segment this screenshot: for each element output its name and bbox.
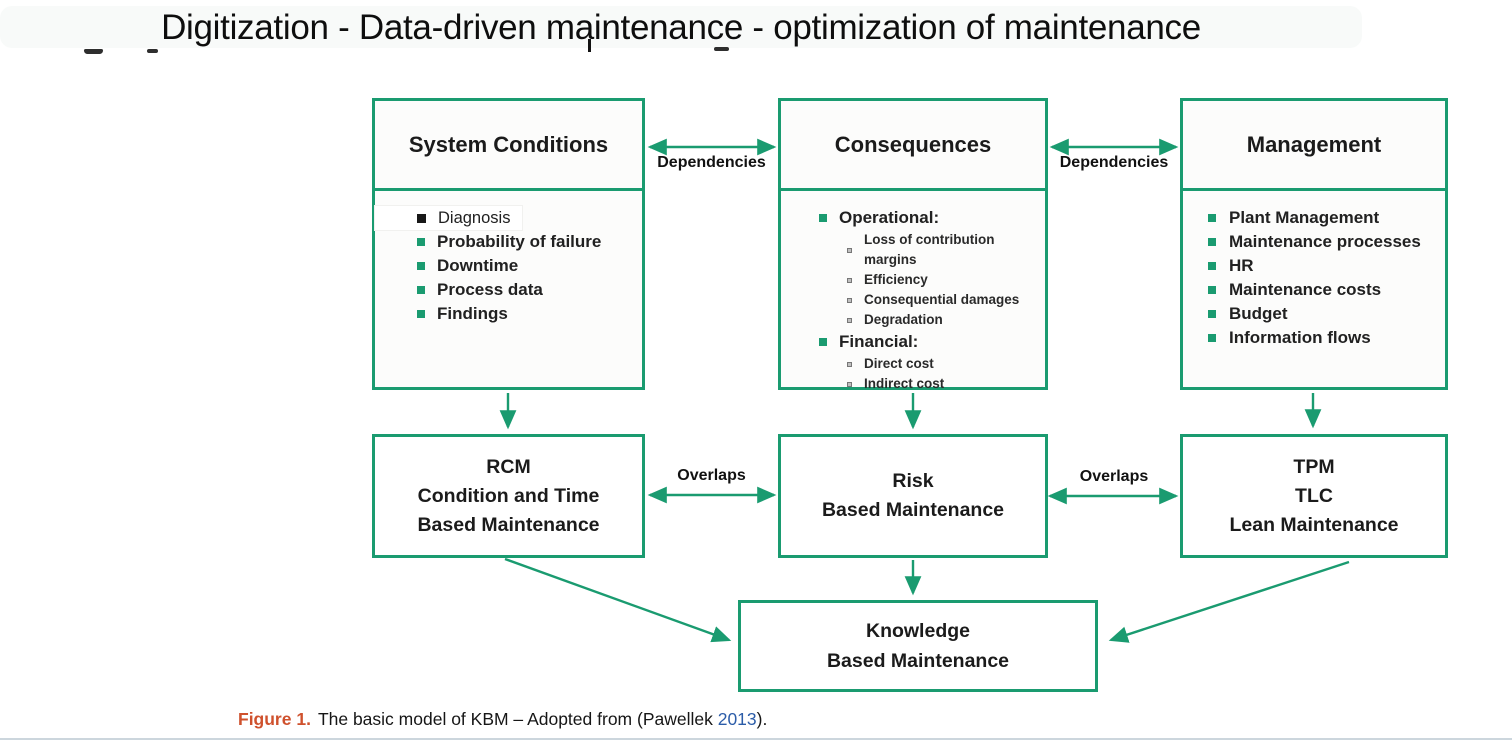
box-title: System Conditions [375,101,642,191]
list-item: Downtime [375,254,642,278]
list-item: Maintenance costs [1183,278,1445,302]
overlaps-label: Overlaps [1079,468,1149,485]
list-item: Diagnosis [375,206,523,230]
box-body: Operational: Loss of contribution margin… [781,191,1045,394]
box-title: Consequences [781,101,1045,191]
green-square-bullet-icon [1208,310,1216,318]
green-square-bullet-icon [819,338,827,346]
list-item-label: Information flows [1229,328,1371,347]
gray-square-bullet-icon [847,297,852,303]
list-item-label: Diagnosis [438,209,511,227]
list-item: Financial: [781,330,1045,354]
list-item: Maintenance processes [1183,230,1445,254]
green-square-bullet-icon [1208,262,1216,270]
green-square-bullet-icon [1208,214,1216,222]
list-item-label: Budget [1229,304,1288,323]
sub-list-item: Direct cost [781,354,1045,374]
list-item: Process data [375,278,642,302]
list-item: Plant Management [1183,206,1445,230]
sub-item-label: Direct cost [864,356,934,371]
citation-year-link[interactable]: 2013 [717,709,757,729]
box-consequences: Consequences Operational: Loss of contri… [778,98,1048,391]
black-square-bullet-icon [417,213,426,223]
box-tpm-tlc-lean-maintenance: TPM TLC Lean Maintenance [1180,434,1448,558]
gray-square-bullet-icon [847,277,852,283]
list-item: Findings [375,302,642,326]
figure-caption-suffix: ). [756,709,768,729]
dependencies-label: Dependencies [1059,154,1169,171]
gray-square-bullet-icon [847,247,852,253]
box-body: Diagnosis Probability of failure Downtim… [375,191,642,326]
gray-square-bullet-icon [847,317,852,323]
green-square-bullet-icon [417,238,425,246]
list-item: Operational: [781,206,1045,230]
list-item: Information flows [1183,326,1445,350]
sub-list-item: Degradation [781,310,1045,330]
figure-caption-text: The basic model of KBM – Adopted from (P… [317,709,718,729]
gray-square-bullet-icon [847,361,852,367]
box-text-line: Based Maintenance [826,650,1010,672]
box-knowledge-based-maintenance: Knowledge Based Maintenance [738,600,1098,692]
slide-title: Digitization - Data-driven maintenance -… [161,8,1201,47]
green-square-bullet-icon [417,310,425,318]
box-risk-based-maintenance: Risk Based Maintenance [778,434,1048,558]
box-text-line: Lean Maintenance [1229,513,1399,536]
cropped-text-remnant [84,49,103,54]
overlaps-label: Overlaps [677,467,746,484]
slide-title-bar: Digitization - Data-driven maintenance -… [0,6,1362,48]
box-system-conditions: System Conditions Diagnosis Probability … [372,98,645,390]
arrow-tpm-to-knowledge [1108,560,1350,643]
box-text-line: Knowledge [865,620,970,642]
green-square-bullet-icon [417,262,425,270]
list-item-label: HR [1229,256,1254,275]
sub-item-label: Consequential damages [864,292,1020,307]
list-item-label: Downtime [437,256,519,275]
figure-caption-label: Figure 1. [238,709,311,729]
sub-item-label: Degradation [864,312,943,327]
list-item-label: Operational: [839,208,940,227]
list-item: HR [1183,254,1445,278]
box-text-line: Based Maintenance [821,499,1005,521]
sub-list-item: Indirect cost [781,374,1045,394]
box-text-line: TLC [1295,484,1333,507]
page-divider-line [0,738,1512,740]
cropped-text-remnant [714,47,729,51]
green-square-bullet-icon [819,214,827,222]
box-text-line: Based Maintenance [417,513,600,536]
cropped-text-remnant [588,39,591,52]
sub-item-label: Efficiency [864,272,928,287]
sub-list-item: Efficiency [781,270,1045,290]
green-square-bullet-icon [1208,286,1216,294]
green-square-bullet-icon [417,286,425,294]
sub-list-item: Loss of contribution margins [781,230,1045,270]
green-square-bullet-icon [1208,334,1216,342]
arrow-rcm-to-knowledge [504,557,732,643]
cropped-text-remnant [147,49,158,53]
box-title: Management [1183,101,1445,191]
sub-list-item: Consequential damages [781,290,1045,310]
box-text-line: RCM [486,455,531,478]
figure-caption: Figure 1. The basic model of KBM – Adopte… [238,709,767,730]
list-item-label: Probability of failure [437,232,602,251]
box-text-line: Condition and Time [417,484,600,507]
gray-square-bullet-icon [847,381,852,387]
list-item-label: Financial: [839,332,919,351]
list-item: Budget [1183,302,1445,326]
sub-item-label: Loss of contribution margins [864,232,995,267]
dependencies-label: Dependencies [657,154,766,171]
box-body: Plant Management Maintenance processes H… [1183,191,1445,350]
box-text-line: Risk [892,470,934,492]
box-text-line: TPM [1293,455,1335,478]
green-square-bullet-icon [1208,238,1216,246]
box-management: Management Plant Management Maintenance … [1180,98,1448,390]
list-item-label: Plant Management [1229,208,1380,227]
list-item-label: Process data [437,280,543,299]
list-item-label: Maintenance processes [1229,232,1421,251]
list-item: Probability of failure [375,230,642,254]
box-rcm-condition-time-based-maintenance: RCM Condition and Time Based Maintenance [372,434,645,558]
sub-item-label: Indirect cost [864,376,945,391]
list-item-label: Findings [437,304,508,323]
list-item-label: Maintenance costs [1229,280,1382,299]
